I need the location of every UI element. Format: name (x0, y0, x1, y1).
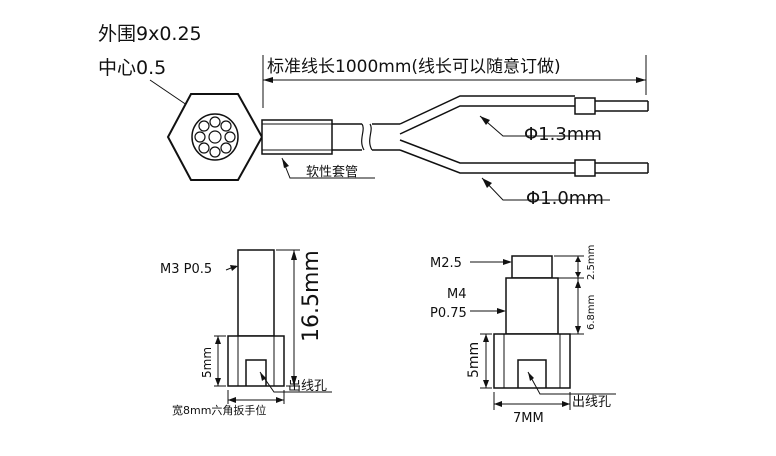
probe-right-thread (505, 277, 559, 335)
outer-spec-label: 外围9x0.25 (98, 23, 202, 45)
wire-lower-dia: Φ1.0mm (526, 188, 604, 209)
probe-right-tip-dim: 2.5mm (586, 245, 597, 280)
probe-right-base-dim: 5mm (466, 342, 482, 378)
ferrule-lower (574, 159, 596, 177)
probe-left-base-dim: 5mm (200, 347, 214, 378)
probe-right-pitch-label: P0.75 (430, 306, 467, 321)
probe-right-thread-label: M4 (447, 287, 467, 302)
probe-right-width-dim: 7MM (513, 411, 544, 426)
cable-break (361, 123, 365, 151)
cable-body (332, 123, 362, 151)
probe-right-length-dim: 6.8mm (586, 295, 597, 330)
wire-upper (399, 95, 575, 135)
probe-right-slot (517, 359, 547, 388)
core-spec-label: 中心0.5 (98, 57, 166, 79)
strand-ring (194, 116, 236, 158)
wire-lower (399, 139, 575, 174)
ferrule-upper (574, 97, 596, 115)
probe-right-tip (511, 255, 553, 279)
length-note: 标准线长1000mm(线长可以随意订做) (267, 57, 561, 77)
probe-left-hex-base (227, 335, 285, 387)
probe-left-shank (237, 249, 275, 337)
cable-sleeve (261, 119, 333, 155)
probe-left-length-dim: 16.5mm (299, 250, 324, 342)
probe-left-wrench-label: 宽8mm六角扳手位 (172, 403, 266, 417)
probe-left: M3 P0.5 16.5mm 5mm 出线孔 宽8mm六角扳手位 (160, 249, 332, 417)
probe-left-thread-label: M3 P0.5 (160, 262, 212, 277)
center-core (208, 130, 222, 144)
probe-right: M2.5 M4 P0.75 2.5mm 6.8mm 5mm 出线孔 (430, 245, 616, 426)
probe-right-tip-label: M2.5 (430, 256, 462, 271)
cable-drawing: 外围9x0.25 中心0.5 (98, 23, 649, 209)
sleeve-label: 软性套管 (306, 164, 358, 180)
probe-left-slot (245, 359, 267, 386)
probe-left-outlet-label: 出线孔 (288, 379, 327, 394)
wire-upper-dia: Φ1.3mm (524, 124, 602, 145)
probe-right-outlet-label: 出线孔 (572, 395, 611, 410)
